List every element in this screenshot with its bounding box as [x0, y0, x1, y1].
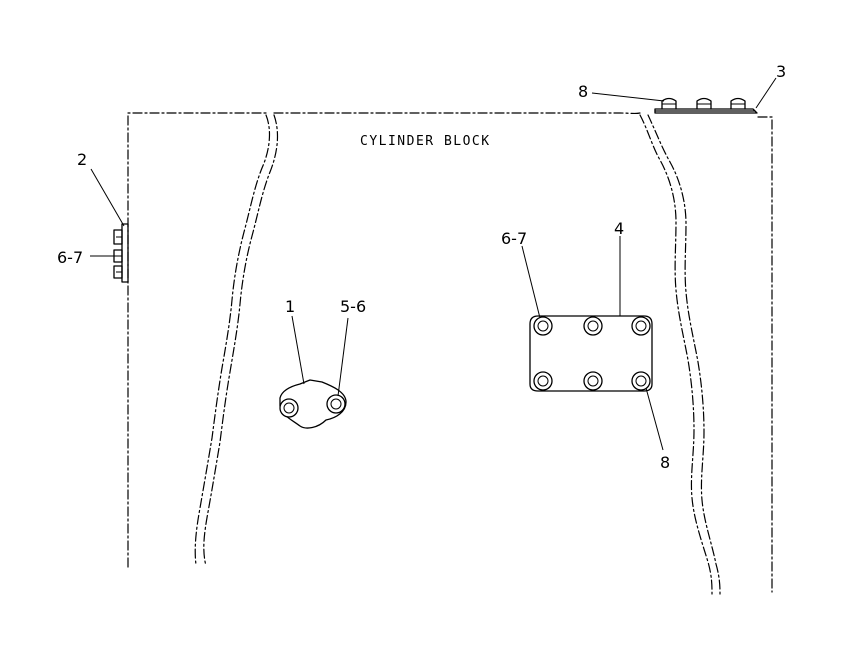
callout-6-7-left: 6-7	[57, 248, 83, 267]
cover-bolts	[533, 316, 651, 391]
flange-bolt-right	[326, 394, 346, 414]
top-plate-bolts	[661, 97, 746, 110]
callout-8-bottom: 8	[660, 453, 670, 472]
bolt-icon	[533, 371, 553, 391]
bolt-icon	[631, 316, 651, 336]
flange-cover-part-1	[279, 379, 347, 429]
right-break-line	[639, 114, 721, 595]
rectangular-cover-part-4	[529, 315, 653, 392]
callout-8-top: 8	[578, 82, 588, 101]
cylinder-block-label: CYLINDER BLOCK	[360, 134, 491, 149]
callout-6-7-cover: 6-7	[501, 229, 527, 248]
bolt-icon	[730, 97, 746, 110]
callout-2: 2	[77, 150, 87, 169]
left-break-line	[194, 114, 279, 567]
cylinder-block-outline	[127, 112, 773, 593]
callout-4: 4	[614, 219, 624, 238]
side-plate-part-2	[113, 223, 129, 283]
bolt-icon	[533, 316, 553, 336]
flange-bolt-left	[279, 398, 299, 418]
callout-5-6: 5-6	[340, 297, 366, 316]
bolt-icon	[583, 316, 603, 336]
bolt-icon	[631, 371, 651, 391]
bolt-icon	[696, 97, 712, 110]
bolt-icon	[583, 371, 603, 391]
leader-lines	[90, 77, 777, 451]
callout-1: 1	[285, 297, 295, 316]
callout-3: 3	[776, 62, 786, 81]
bolt-icon	[661, 97, 677, 110]
top-plate-part-3	[654, 108, 758, 114]
